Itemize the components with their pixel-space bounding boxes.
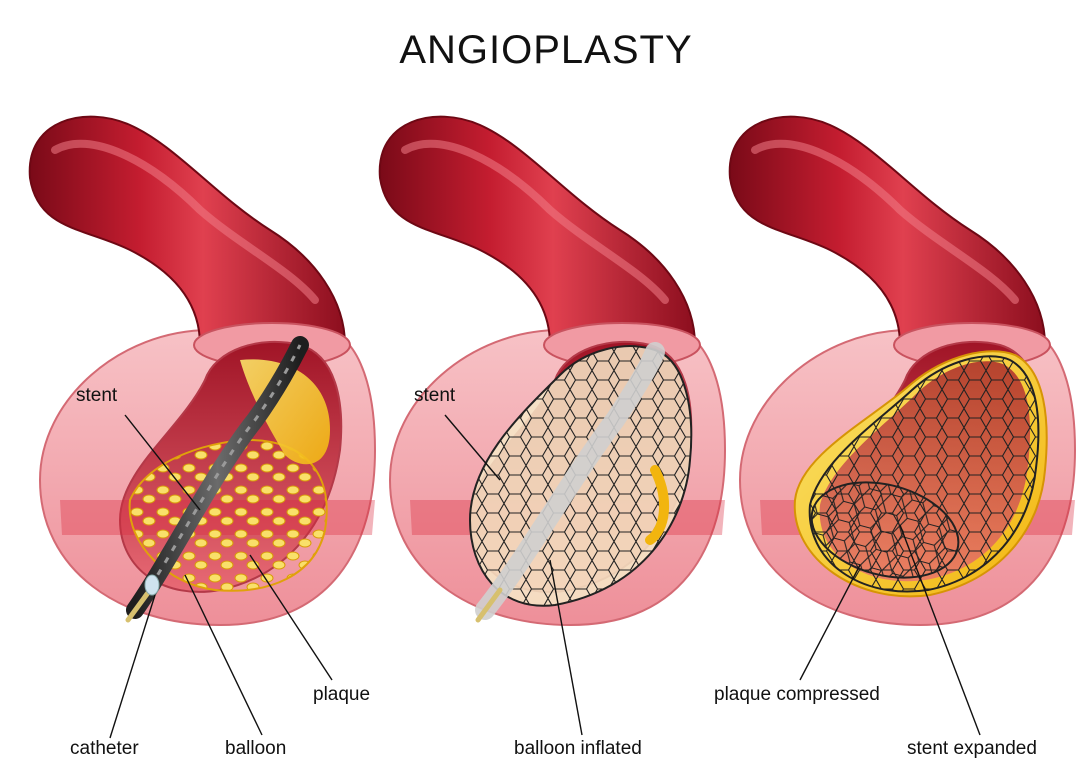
page-title: ANGIOPLASTY <box>0 28 1092 73</box>
label-plaque-compressed: plaque compressed <box>714 684 880 706</box>
label-stent-1: stent <box>76 385 117 407</box>
label-catheter: catheter <box>70 738 139 760</box>
panel-3-artwork <box>730 117 1075 735</box>
panel-2-artwork <box>380 117 725 735</box>
label-balloon-inflated: balloon inflated <box>514 738 642 760</box>
label-stent-expanded: stent expanded <box>907 738 1037 760</box>
label-plaque: plaque <box>313 684 370 706</box>
label-stent-2: stent <box>414 385 455 407</box>
panel-1-artwork <box>30 117 375 738</box>
label-balloon: balloon <box>225 738 286 760</box>
